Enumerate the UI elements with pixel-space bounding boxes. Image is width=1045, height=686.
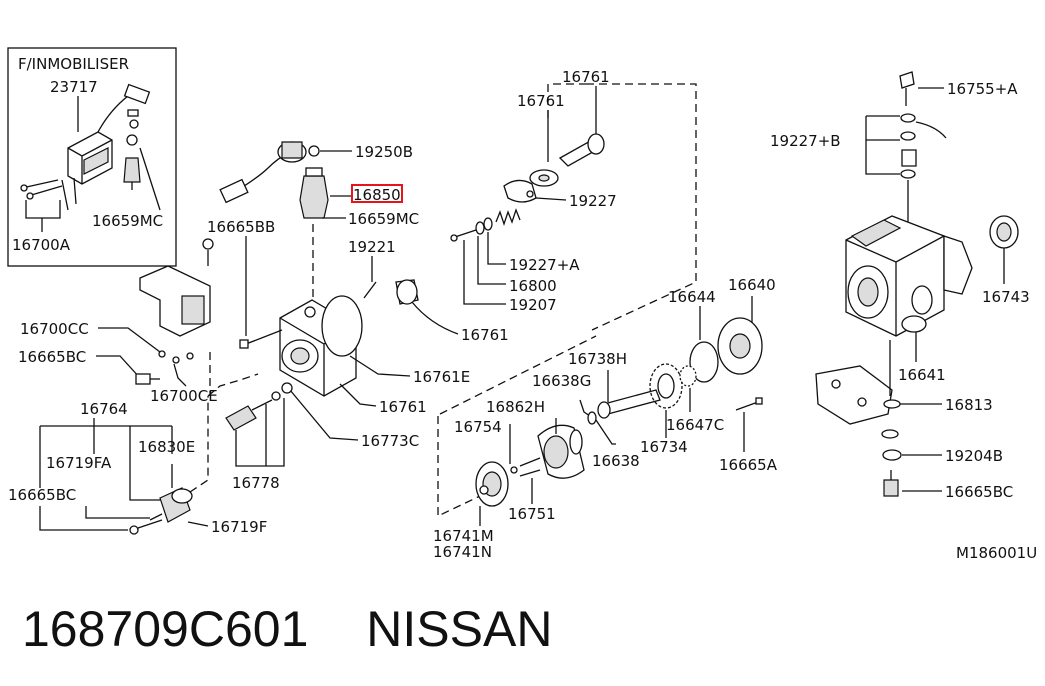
label-16638g: 16638G [532, 372, 591, 390]
label-19227b: 19227+B [770, 132, 841, 150]
label-16665bc-a: 16665BC [18, 348, 86, 366]
fitting-16778: 16778 [225, 382, 293, 492]
housing-group: 16755+A 19227+B 16743 16641 16813 [770, 71, 1030, 501]
label-16700a: 16700A [12, 236, 71, 254]
label-16741n: 16741N [433, 543, 492, 561]
label-16700ce: 16700CE [150, 387, 218, 405]
label-16741m: 16741M [433, 527, 494, 545]
label-19227a: 19227+A [509, 256, 580, 274]
label-16640: 16640 [728, 276, 776, 294]
valve-group: 16764 16719FA 16830E 16665BC 16719F [8, 396, 267, 536]
label-16755a: 16755+A [947, 80, 1018, 98]
label-16761e: 16761E [413, 368, 470, 386]
shaft-group: 16761 16761 19227 19227+A 16800 19207 [450, 68, 697, 331]
label-16665bc-b: 16665BC [8, 486, 76, 504]
label-16719fa: 16719FA [46, 454, 112, 472]
label-16751: 16751 [508, 505, 556, 523]
highlight-16850 [351, 184, 403, 203]
label-19250b: 19250B [355, 143, 413, 161]
label-16800: 16800 [509, 277, 557, 295]
label-16700cc: 16700CC [20, 320, 89, 338]
label-19207: 19207 [509, 296, 557, 314]
label-16761-top2: 16761 [517, 92, 565, 110]
part-caption: 168709C601 NISSAN [22, 598, 552, 660]
label-16761-mid: 16761 [461, 326, 509, 344]
label-16813: 16813 [945, 396, 993, 414]
label-16647c: 16647C [666, 416, 724, 434]
part-number: 168709C601 [22, 601, 309, 657]
label-16743: 16743 [982, 288, 1030, 306]
inset-title: F/INMOBILISER [18, 55, 129, 73]
label-16773c: 16773C [361, 432, 419, 450]
brand-name: NISSAN [366, 601, 553, 657]
drive-assembly: 16644 16640 16647C 16734 16738H 16638G 1… [433, 276, 778, 561]
label-16734: 16734 [640, 438, 688, 456]
label-16761-low: 16761 [379, 398, 427, 416]
label-16641: 16641 [898, 366, 946, 384]
label-16738h: 16738H [568, 350, 627, 368]
label-16665bb: 16665BB [207, 218, 275, 236]
label-23717: 23717 [50, 78, 98, 96]
label-16638: 16638 [592, 452, 640, 470]
label-16830e: 16830E [138, 438, 195, 456]
label-16644: 16644 [668, 288, 716, 306]
label-19204b: 19204B [945, 447, 1003, 465]
label-16764: 16764 [80, 400, 128, 418]
solenoid-group: 19250B 16850 16659MC [219, 141, 419, 312]
label-19227: 19227 [569, 192, 617, 210]
figure-code: M186001U [956, 544, 1037, 562]
label-16659mc-a: 16659MC [92, 212, 163, 230]
parts-diagram: F/INMOBILISER 23717 16659MC 16700A 1925 [7, 47, 1037, 562]
bracket-group: 16700CC 16665BC 16700CE [18, 238, 259, 405]
label-19221: 19221 [348, 238, 396, 256]
label-16665bc-c: 16665BC [945, 483, 1013, 501]
pump-body: 16665BB 19221 16761 16761E 16761 16773C [207, 218, 509, 450]
label-16778: 16778 [232, 474, 280, 492]
label-16719f: 16719F [211, 518, 267, 536]
label-16665a: 16665A [719, 456, 778, 474]
label-16850: 16850 [353, 186, 401, 204]
label-16862h: 16862H [486, 398, 545, 416]
label-16754: 16754 [454, 418, 502, 436]
label-16761-top1: 16761 [562, 68, 610, 86]
label-16659mc-b: 16659MC [348, 210, 419, 228]
inmobiliser-inset: F/INMOBILISER 23717 16659MC 16700A [7, 47, 177, 267]
